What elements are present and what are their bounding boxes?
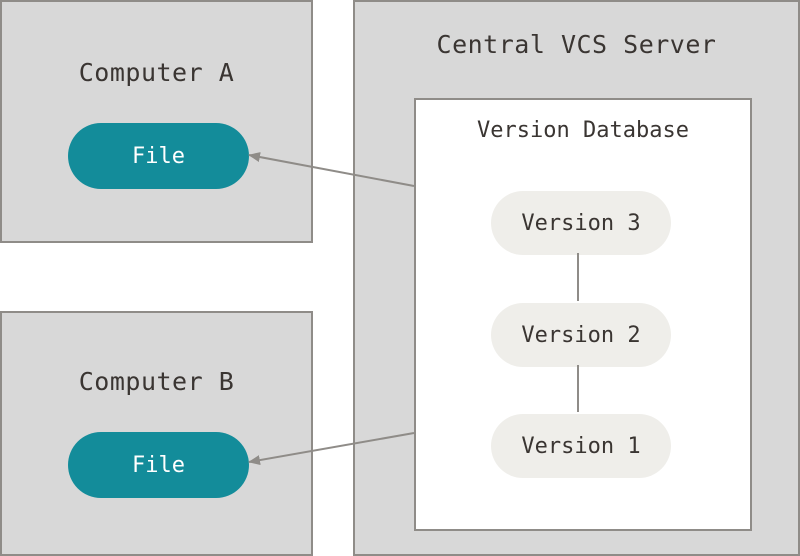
computer-b-file-label: File	[132, 452, 185, 478]
computer-a-title: Computer A	[78, 58, 235, 87]
server-title: Central VCS Server	[436, 30, 717, 59]
computer-b-file: File	[68, 432, 249, 498]
computer-a-box: Computer A File	[0, 0, 313, 243]
version-database-box: Version Database Version 3 Version 2 Ver…	[414, 98, 752, 531]
computer-b-box: Computer B File	[0, 311, 313, 556]
version-1-label: Version 1	[521, 433, 641, 459]
computer-b-title: Computer B	[78, 367, 235, 396]
computer-a-file-label: File	[132, 143, 185, 169]
central-vcs-server-box: Central VCS Server Version Database Vers…	[353, 0, 800, 556]
version-3-node: Version 3	[491, 191, 671, 255]
computer-a-file: File	[68, 123, 249, 189]
version-2-node: Version 2	[491, 303, 671, 367]
database-title: Version Database	[477, 118, 689, 143]
version-3-label: Version 3	[521, 210, 641, 236]
version-1-node: Version 1	[491, 414, 671, 478]
version-2-label: Version 2	[521, 322, 641, 348]
